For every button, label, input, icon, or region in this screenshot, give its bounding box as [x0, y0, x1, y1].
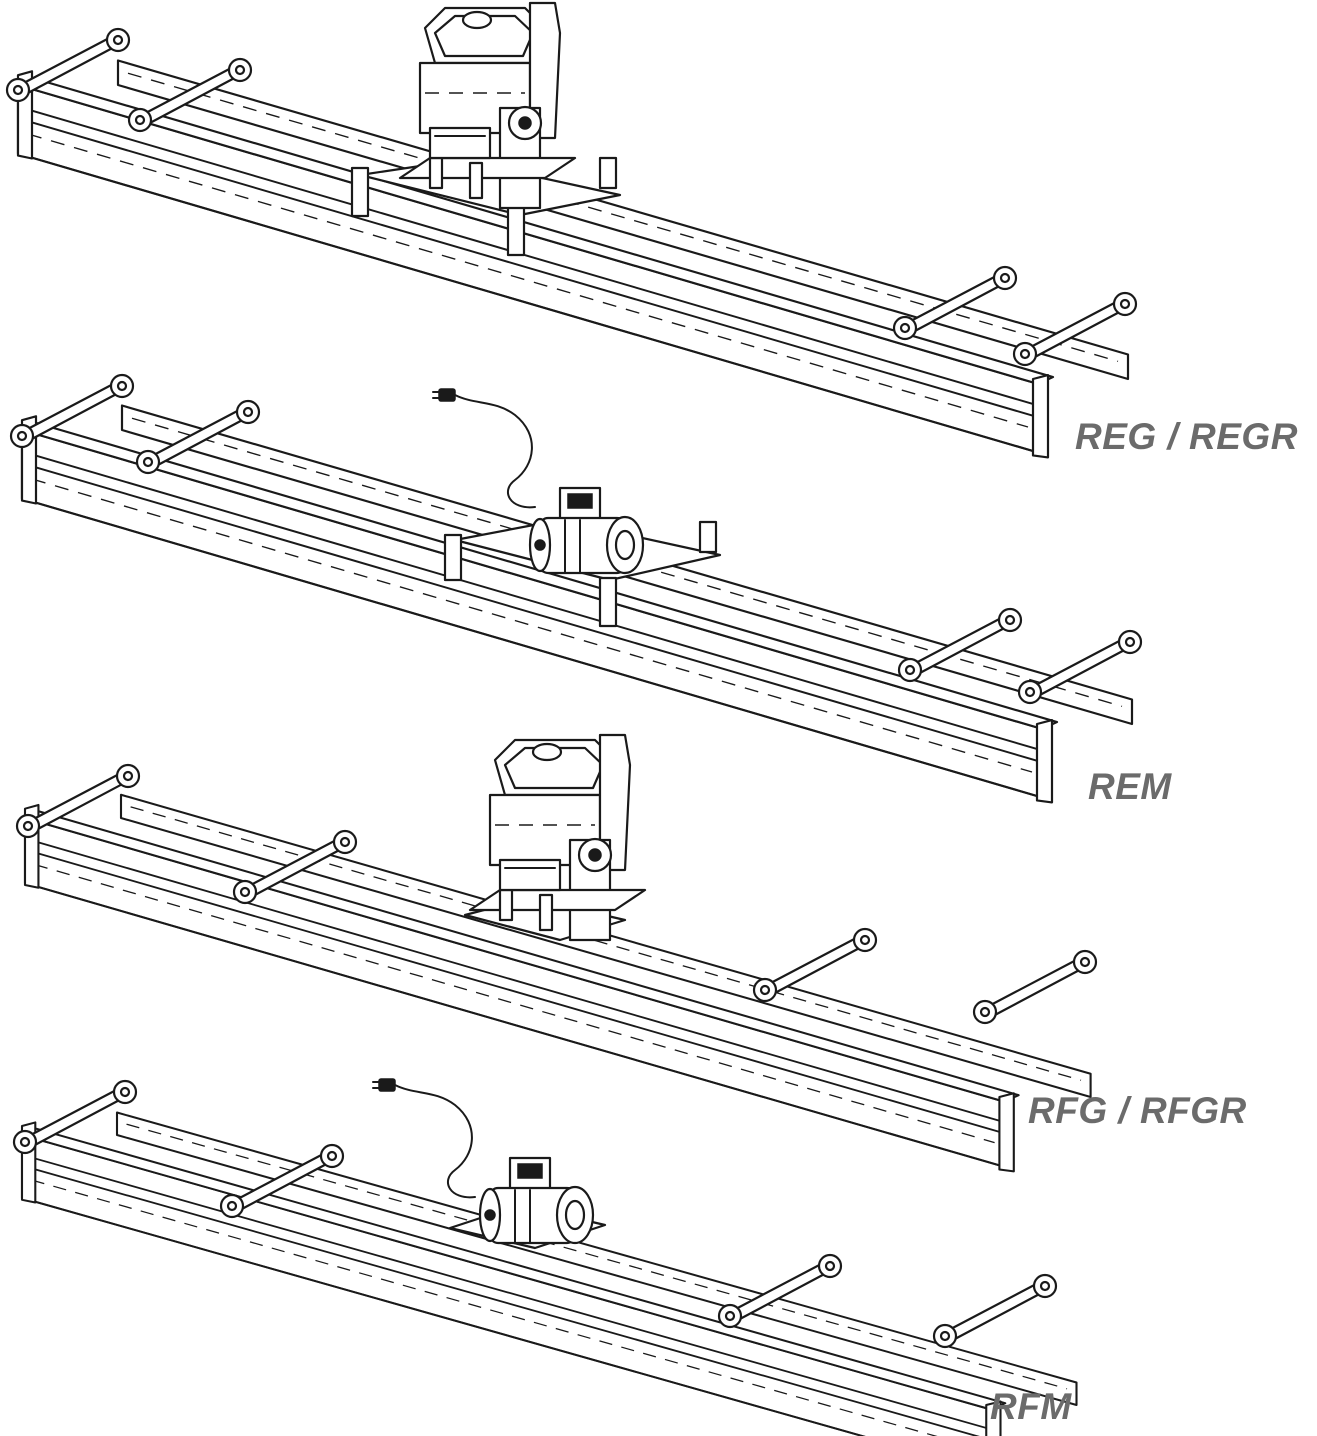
screed-reg — [5, 1, 1138, 459]
screed-rfg — [15, 733, 1098, 1173]
model-label-reg: REG / REGR — [1075, 416, 1298, 457]
model-label-rem: REM — [1088, 766, 1172, 807]
model-label-rfm: RFM — [990, 1386, 1072, 1427]
screed-rem — [9, 373, 1143, 804]
model-label-rfg: RFG / RFGR — [1028, 1090, 1247, 1131]
screed-rfm — [12, 1078, 1078, 1436]
